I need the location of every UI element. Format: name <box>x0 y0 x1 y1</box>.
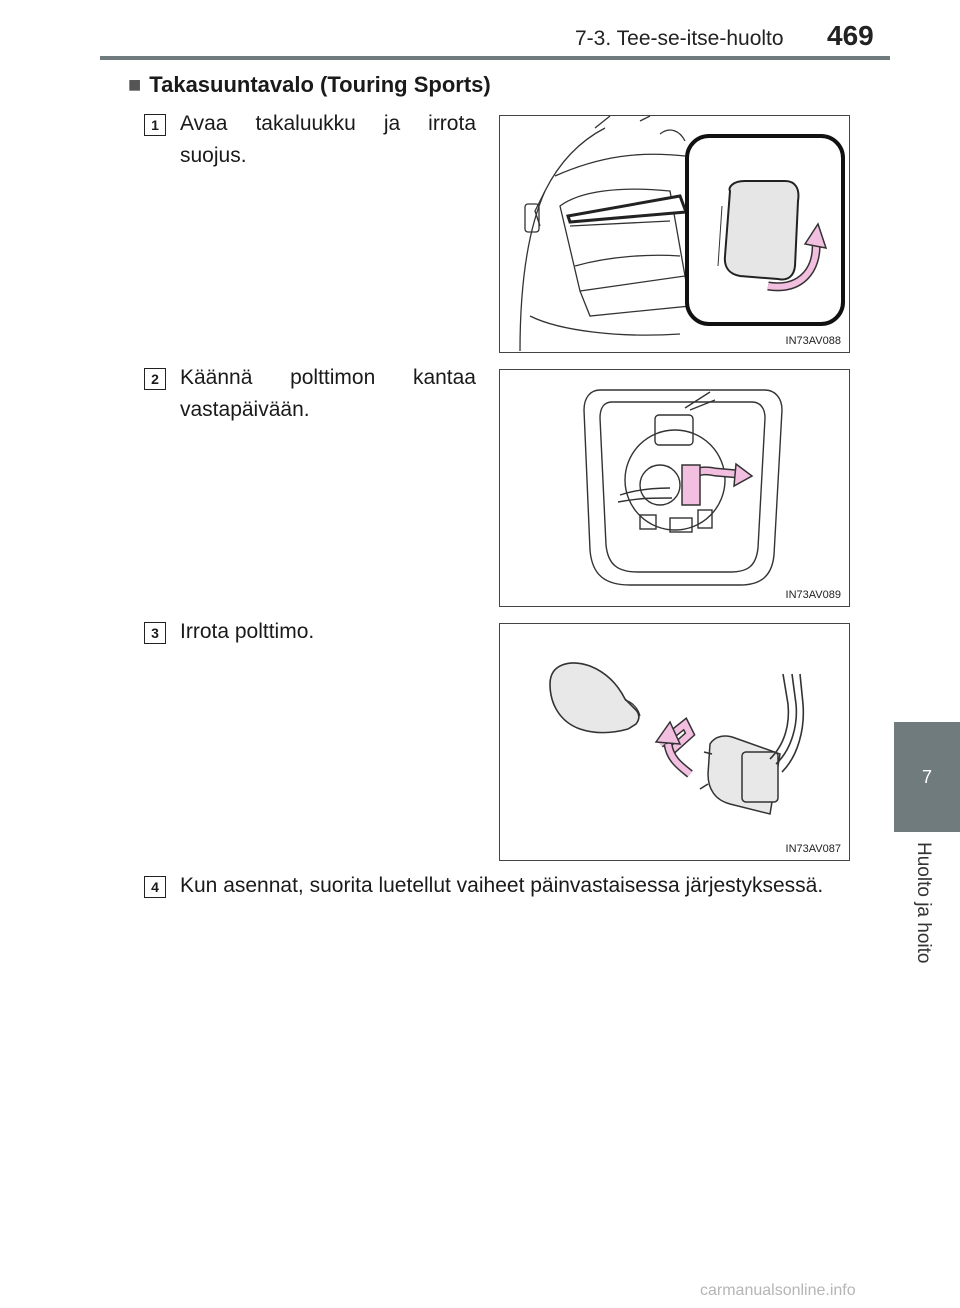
bulb-socket-illustration <box>583 389 783 586</box>
chapter-title: Huolto ja hoito <box>913 842 934 964</box>
bulb-removal-illustration <box>549 662 805 815</box>
chapter-tab: 7 <box>894 722 960 832</box>
step-text-1: Avaa takaluukku ja irrota suojus. <box>180 112 476 167</box>
step-text-3: Irrota polttimo. <box>180 620 315 643</box>
watermark: carmanualsonline.info <box>700 1282 856 1299</box>
figure-id-3: IN73AV087 <box>785 843 841 855</box>
figure-id-2: IN73AV089 <box>785 589 841 601</box>
header-section-title: 7-3. Tee-se-itse-huolto <box>575 27 784 50</box>
header-divider <box>100 56 890 60</box>
step-text-2: Käännä polttimon kantaa vastapäivään. <box>180 366 476 421</box>
tailgate-cover-illustration <box>519 116 845 352</box>
section-heading-text: Takasuuntavalo (Touring Sports) <box>149 72 491 97</box>
square-bullet-icon: ■ <box>128 72 142 97</box>
figure-remove-bulb: IN73AV087 <box>499 623 850 861</box>
page-number: 469 <box>827 20 874 51</box>
step-number-2: 2 <box>144 368 166 390</box>
figure-id-1: IN73AV088 <box>785 335 841 347</box>
chapter-number: 7 <box>921 766 932 787</box>
figure-turn-socket: IN73AV089 <box>499 369 850 607</box>
step-number-4: 4 <box>144 876 166 898</box>
figure-open-tailgate: IN73AV088 <box>499 115 850 353</box>
step-number-1: 1 <box>144 114 166 136</box>
step-number-3: 3 <box>144 622 166 644</box>
step-text-4: Kun asennat, suorita luetellut vaiheet p… <box>180 874 824 897</box>
section-heading: ■ Takasuuntavalo (Touring Sports) <box>128 72 491 98</box>
